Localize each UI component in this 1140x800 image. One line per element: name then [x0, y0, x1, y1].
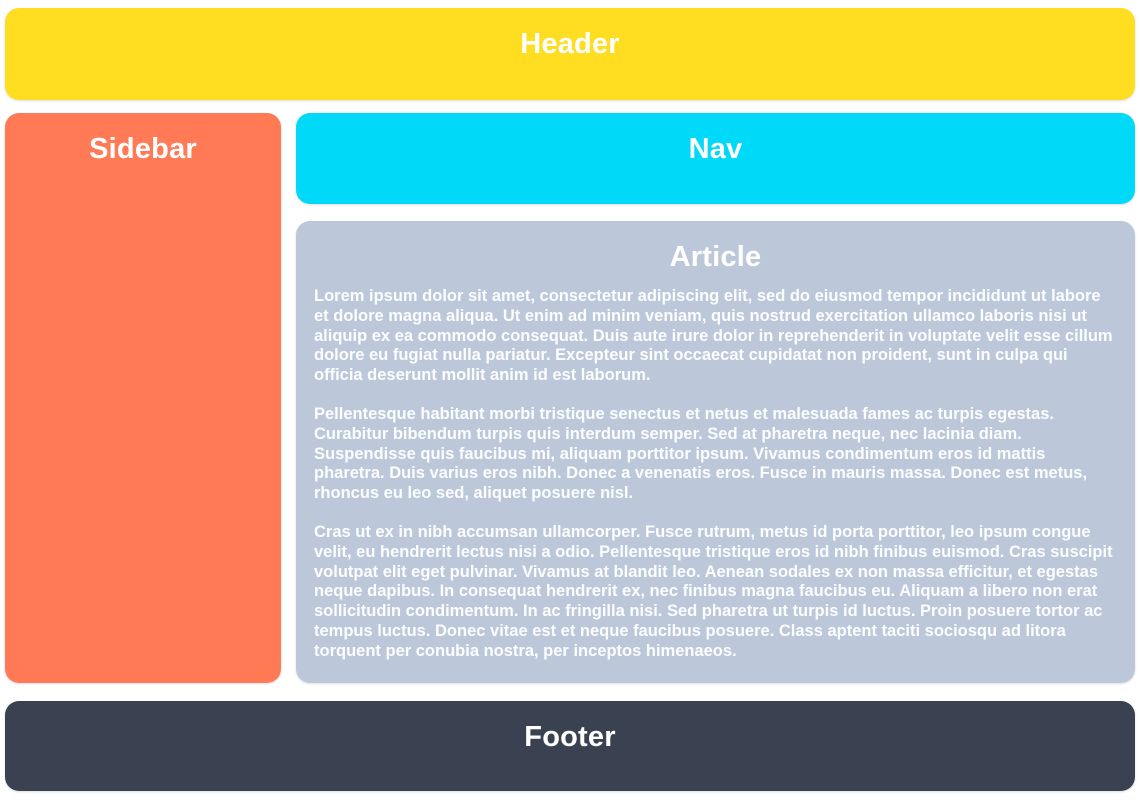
article-paragraph: Cras ut ex in nibh accumsan ullamcorper.…	[314, 522, 1113, 660]
footer: Footer	[5, 701, 1135, 791]
article-paragraph: Lorem ipsum dolor sit amet, consectetur …	[314, 287, 1113, 385]
article-paragraph: Pellentesque habitant morbi tristique se…	[314, 404, 1088, 503]
sidebar: Sidebar	[5, 113, 281, 683]
sidebar-title: Sidebar	[89, 133, 197, 165]
nav: Nav	[296, 113, 1135, 204]
article-title: Article	[669, 241, 762, 273]
article: Article Lorem ipsum dolor sit amet, cons…	[296, 221, 1135, 683]
header-title: Header	[520, 28, 620, 60]
nav-title: Nav	[688, 133, 743, 165]
header: Header	[5, 8, 1135, 100]
footer-title: Footer	[524, 721, 616, 753]
middle-row: Sidebar Nav Article Lorem ipsum dolor si…	[5, 113, 1135, 683]
main-column: Nav Article Lorem ipsum dolor sit amet, …	[296, 113, 1135, 683]
